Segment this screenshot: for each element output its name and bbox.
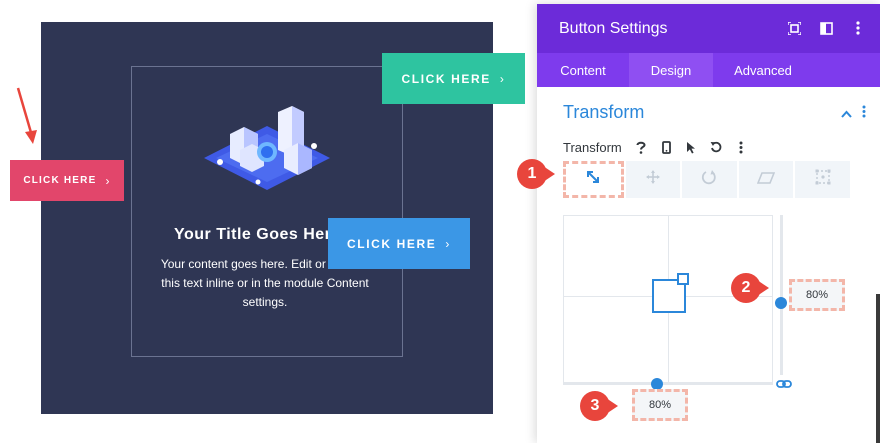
rotate-icon: [701, 169, 717, 190]
preview-button-original[interactable]: CLICK HERE ›: [10, 160, 124, 201]
more-vertical-icon[interactable]: [850, 20, 866, 36]
settings-tabs: Content Design Advanced: [537, 53, 880, 87]
callout-number: 3: [590, 397, 600, 414]
transform-mode-scale[interactable]: [563, 161, 624, 198]
chevron-right-icon: ›: [105, 173, 111, 188]
link-icon[interactable]: [776, 378, 792, 390]
transform-field-label: Transform: [563, 140, 622, 155]
callout-number: 2: [741, 279, 751, 296]
scale-x-slider-handle[interactable]: [651, 378, 663, 390]
reset-icon[interactable]: [708, 139, 724, 155]
scale-x-slider-track[interactable]: [563, 382, 773, 385]
origin-icon: [815, 169, 831, 190]
tab-advanced[interactable]: Advanced: [734, 62, 792, 78]
expand-icon[interactable]: [786, 20, 802, 36]
chevron-right-icon: ›: [499, 71, 506, 86]
sidebar-toggle-icon[interactable]: [818, 20, 834, 36]
scale-corner-handle[interactable]: [677, 273, 689, 285]
isometric-city-icon: [204, 106, 330, 190]
section-title-transform[interactable]: Transform: [563, 102, 645, 122]
transform-mode-rotate[interactable]: [682, 161, 737, 198]
transform-mode-translate[interactable]: [625, 161, 681, 198]
button-settings-panel: Button Settings Content Design Advanced …: [537, 4, 880, 443]
scale-icon: [585, 169, 601, 190]
mobile-icon[interactable]: [658, 139, 674, 155]
callout-marker-3: 3: [580, 391, 618, 421]
tab-content[interactable]: Content: [560, 62, 606, 78]
annotation-arrow-icon: [16, 87, 37, 144]
scale-x-value-input[interactable]: 80%: [632, 389, 688, 421]
scale-y-value-input[interactable]: 80%: [789, 279, 845, 311]
preview-title[interactable]: Your Title Goes Here: [174, 226, 341, 243]
transform-mode-origin[interactable]: [795, 161, 850, 198]
chevron-right-icon: ›: [445, 236, 451, 251]
callout-marker-1: 1: [517, 159, 555, 189]
scale-y-slider-handle[interactable]: [775, 297, 787, 309]
help-icon[interactable]: [633, 139, 649, 155]
translate-icon: [645, 170, 660, 189]
skew-icon: [756, 171, 776, 189]
scale-y-slider-track[interactable]: [780, 215, 783, 375]
transform-mode-selector: [563, 161, 850, 198]
button-label: CLICK HERE: [401, 71, 491, 86]
tab-design[interactable]: Design: [629, 53, 713, 87]
button-label: CLICK HERE: [347, 236, 437, 251]
callout-marker-2: 2: [731, 273, 769, 303]
preview-button-hover-state[interactable]: CLICK HERE ›: [382, 53, 525, 104]
preview-button-active[interactable]: CLICK HERE ›: [328, 218, 470, 269]
settings-title: Button Settings: [559, 20, 668, 37]
panel-scrollbar[interactable]: [876, 294, 880, 443]
more-vertical-icon[interactable]: [733, 139, 749, 155]
settings-header: Button Settings: [537, 4, 880, 53]
more-vertical-icon[interactable]: [862, 105, 866, 123]
button-label: CLICK HERE: [23, 175, 97, 186]
cursor-icon[interactable]: [683, 139, 699, 155]
callout-number: 1: [527, 165, 537, 182]
preview-frame: [131, 66, 403, 357]
scale-preview-grid: [563, 215, 773, 383]
preview-body-text[interactable]: Your content goes here. Edit or remove t…: [160, 257, 370, 309]
transform-mode-skew[interactable]: [738, 161, 794, 198]
chevron-up-icon[interactable]: [841, 105, 852, 123]
